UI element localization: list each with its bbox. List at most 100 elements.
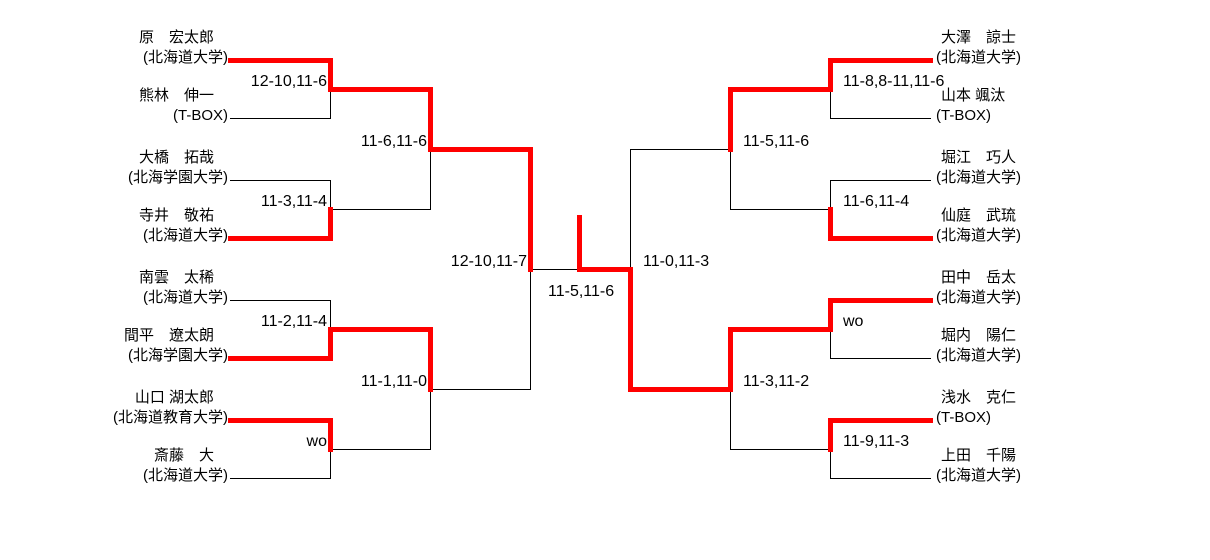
bracket-line [230,180,331,181]
bracket-line [830,180,931,181]
player-name: 寺井 敬祐 [138,207,214,224]
bracket-line [230,478,331,479]
match-score: 11-3,11-4 [260,193,327,210]
player-label: 山本 颯汰 (T-BOX) [936,86,1005,126]
player-club: (北海道大学) [936,169,1021,186]
player-name: 南雲 太稀 [138,269,214,286]
player-label: 堀江 巧人 (北海道大学) [936,148,1021,188]
match-score: 11-5,11-6 [743,133,810,150]
match-score: 11-8,8-11,11-6 [843,73,945,90]
player-name: 斎藤 大 [153,447,214,464]
winner-path [228,58,333,63]
bracket-line [230,118,331,119]
player-name: 熊林 伸一 [138,87,214,104]
winner-path [828,58,833,92]
winner-path [328,58,333,92]
winner-path [628,267,633,392]
match-score: 11-6,11-4 [843,193,910,210]
winner-path [728,87,833,92]
winner-path [728,327,833,332]
player-club: (北海道大学) [143,49,228,66]
winner-path [328,327,333,361]
winner-path [728,87,733,152]
player-club: (北海道大学) [936,347,1021,364]
player-name: 仙庭 武琉 [941,207,1017,224]
winner-path [828,298,833,332]
bracket-line [830,478,931,479]
player-club: (北海道大学) [936,289,1021,306]
player-club: (T-BOX) [936,107,991,124]
winner-path [828,418,933,423]
player-name: 原 宏太郎 [138,29,214,46]
match-score: 12-10,11-7 [450,253,527,270]
player-label: 熊林 伸一 (T-BOX) [139,86,228,126]
player-label: 原 宏太郎 (北海道大学) [139,28,228,68]
match-score: 11-3,11-2 [743,373,810,390]
winner-path [728,327,733,392]
bracket-line [730,449,831,450]
match-score: 11-9,11-3 [843,433,910,450]
winner-path [828,298,933,303]
player-name: 堀内 陽仁 [941,327,1017,344]
player-name: 堀江 巧人 [941,149,1017,166]
match-score: wo [306,433,327,450]
match-score: 11-0,11-3 [643,253,710,270]
bracket-line [330,209,431,210]
player-label: 南雲 太稀(北海道大学) [139,268,228,308]
player-club: (北海道大学) [936,467,1021,484]
winner-path [828,418,833,452]
match-score: 11-6,11-6 [360,133,427,150]
player-label: 田中 岳太 (北海道大学) [936,268,1021,308]
player-label: 寺井 敬祐 (北海道大学) [139,206,228,246]
bracket-line [330,449,431,450]
winner-path [828,58,933,63]
winner-path [428,327,433,392]
player-name: 山口 湖太郎 [134,389,214,406]
player-name: 上田 千陽 [941,447,1017,464]
winner-path [228,236,333,241]
winner-path [428,147,533,152]
player-name: 山本 颯汰 [941,87,1006,104]
player-label: 堀内 陽仁 (北海道大学) [936,326,1021,366]
player-club: (北海学園大学) [128,169,228,186]
winner-path [228,418,333,423]
bracket-line [230,300,331,301]
player-name: 浅水 克仁 [941,389,1017,406]
winner-path [577,267,633,272]
match-score: wo [843,313,864,330]
player-name: 田中 岳太 [941,269,1017,286]
winner-path [228,356,333,361]
player-club: (北海道教育大学) [113,409,228,426]
player-name: 大橋 拓哉 [138,149,214,166]
player-label: 浅水 克仁(T-BOX) [936,388,1016,428]
winner-path [828,207,833,241]
player-label: 山口 湖太郎 (北海道教育大学) [113,388,228,428]
player-club: (北海道大学) [143,467,228,484]
bracket-line [830,118,931,119]
winner-path [328,418,333,452]
player-label: 斎藤 大 (北海道大学) [143,446,228,486]
final-score: 11-5,11-6 [548,283,615,300]
player-label: 上田 千陽 (北海道大学) [936,446,1021,486]
winner-path [828,236,933,241]
player-label: 大澤 諒士(北海道大学) [936,28,1021,68]
winner-path [428,87,433,152]
player-label: 間平 遼太朗(北海学園大学) [124,326,228,366]
player-club: (北海道大学) [936,227,1021,244]
match-score: 12-10,11-6 [250,73,327,90]
winner-path [528,147,533,272]
bracket-line [430,389,531,390]
player-label: 仙庭 武琉 (北海道大学) [936,206,1021,246]
player-club: (北海道大学) [143,227,228,244]
player-club: (北海道大学) [936,49,1021,66]
winner-path [628,387,733,392]
match-score: 11-2,11-4 [260,313,327,330]
bracket-line [630,149,731,150]
bracket-line [730,209,831,210]
winner-path [328,87,433,92]
bracket-line [530,269,580,270]
player-club: (北海学園大学) [128,347,228,364]
bracket-line [830,358,931,359]
player-club: (T-BOX) [173,107,228,124]
